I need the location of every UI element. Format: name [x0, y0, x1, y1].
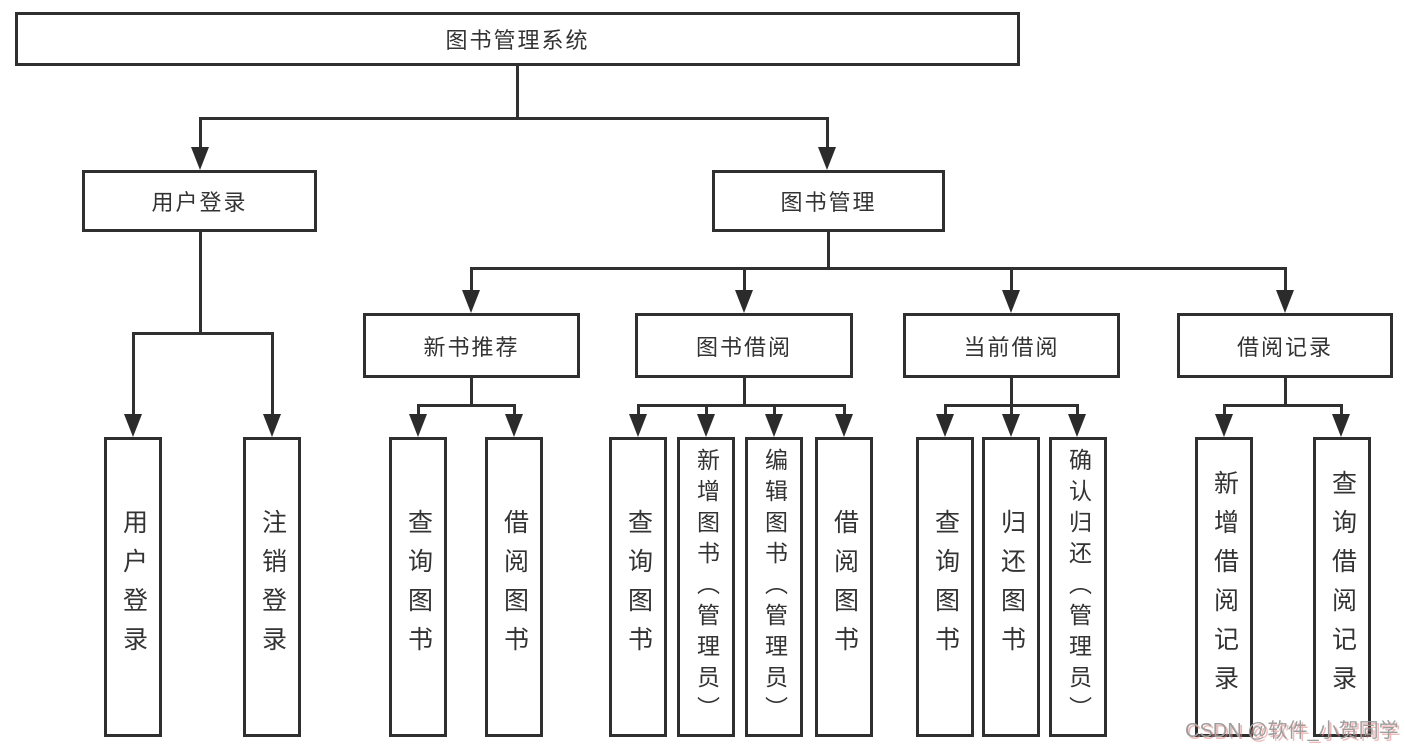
leaf-label: 查询图书 [404, 509, 433, 665]
connector-line [1010, 267, 1013, 293]
leaf-label: 归还图书 [997, 509, 1026, 665]
leaf-label: 查询图书 [931, 509, 960, 665]
connector-line [132, 332, 274, 335]
connector-line [132, 332, 135, 416]
connector-line [271, 332, 274, 416]
node-new-book-recommend: 新书推荐 [363, 313, 580, 378]
node-current-borrow: 当前借阅 [903, 313, 1120, 378]
arrow-down-icon [629, 414, 647, 437]
leaf-logout: 注销登录 [243, 437, 301, 737]
leaf-query-books: 查询图书 [389, 437, 447, 737]
connector-line [743, 267, 746, 293]
connector-line [199, 117, 829, 120]
node-book-borrow: 图书借阅 [635, 313, 853, 378]
node-label: 当前借阅 [963, 334, 1060, 360]
connector-line [1223, 404, 1343, 407]
connector-line [637, 404, 640, 416]
connector-line [705, 404, 708, 416]
leaf-query-books: 查询图书 [609, 437, 667, 737]
arrow-down-icon [1332, 414, 1350, 437]
leaf-label: 确认归还（管理员） [1065, 447, 1092, 727]
connector-line [1340, 404, 1343, 416]
leaf-label: 新增借阅记录 [1210, 470, 1239, 704]
connector-line [773, 404, 776, 416]
connector-line [1284, 267, 1287, 293]
leaf-label: 注销登录 [258, 509, 287, 665]
arrow-down-icon [1068, 414, 1086, 437]
leaf-add-borrow-record: 新增借阅记录 [1195, 437, 1253, 737]
node-label: 借阅记录 [1236, 334, 1333, 360]
leaf-edit-books-admin: 编辑图书（管理员） [745, 437, 803, 737]
arrow-down-icon [124, 414, 142, 437]
connector-line [470, 267, 473, 293]
connector-line [826, 117, 829, 150]
arrow-down-icon [1002, 414, 1020, 437]
node-borrow-records: 借阅记录 [1177, 313, 1393, 378]
arrow-down-icon [505, 414, 523, 437]
arrow-down-icon [697, 414, 715, 437]
connector-line [1223, 404, 1226, 416]
connector-line [944, 404, 947, 416]
connector-line [516, 66, 519, 118]
arrow-down-icon [818, 147, 836, 170]
arrow-down-icon [936, 414, 954, 437]
arrow-down-icon [409, 414, 427, 437]
node-label: 新书推荐 [423, 334, 520, 360]
arrow-down-icon [1215, 414, 1233, 437]
connector-line [1010, 404, 1013, 416]
node-book-management: 图书管理 [712, 170, 945, 232]
node-user-login: 用户登录 [82, 170, 317, 232]
connector-line [199, 232, 202, 334]
connector-line [1284, 378, 1287, 406]
connector-line [199, 117, 202, 150]
arrow-down-icon [191, 147, 209, 170]
connector-line [637, 404, 845, 407]
node-label: 图书管理 [780, 190, 877, 215]
leaf-label: 借阅图书 [500, 509, 529, 665]
leaf-label: 编辑图书（管理员） [761, 447, 788, 727]
connector-line [1010, 378, 1013, 406]
arrow-down-icon [263, 414, 281, 437]
leaf-confirm-return-admin: 确认归还（管理员） [1049, 437, 1107, 737]
connector-line [743, 378, 746, 406]
node-library-system: 图书管理系统 [15, 12, 1020, 66]
connector-line [417, 404, 515, 407]
connector-line [417, 404, 420, 416]
leaf-label: 用户登录 [119, 509, 148, 665]
arrow-down-icon [1276, 290, 1294, 313]
leaf-borrow-books: 借阅图书 [485, 437, 543, 737]
leaf-add-books-admin: 新增图书（管理员） [677, 437, 735, 737]
node-label: 用户登录 [151, 190, 248, 215]
connector-line [843, 404, 846, 416]
arrow-down-icon [765, 414, 783, 437]
connector-line [1076, 404, 1079, 416]
leaf-query-borrow-record: 查询借阅记录 [1313, 437, 1371, 737]
leaf-label: 查询图书 [624, 509, 653, 665]
arrow-down-icon [1002, 290, 1020, 313]
leaf-label: 新增图书（管理员） [693, 447, 720, 727]
arrow-down-icon [462, 290, 480, 313]
node-label: 图书借阅 [695, 334, 792, 360]
leaf-user-login: 用户登录 [104, 437, 162, 737]
connector-line [470, 378, 473, 406]
connector-line [470, 267, 1286, 270]
node-label: 图书管理系统 [445, 28, 590, 53]
arrow-down-icon [735, 290, 753, 313]
connector-line [827, 232, 830, 270]
watermark: CSDN @软件_小贺同学 [1185, 720, 1399, 742]
leaf-query-books: 查询图书 [916, 437, 974, 737]
connector-line [513, 404, 516, 416]
arrow-down-icon [835, 414, 853, 437]
leaf-borrow-books: 借阅图书 [815, 437, 873, 737]
leaf-label: 查询借阅记录 [1328, 470, 1357, 704]
leaf-label: 借阅图书 [830, 509, 859, 665]
leaf-return-books: 归还图书 [982, 437, 1040, 737]
